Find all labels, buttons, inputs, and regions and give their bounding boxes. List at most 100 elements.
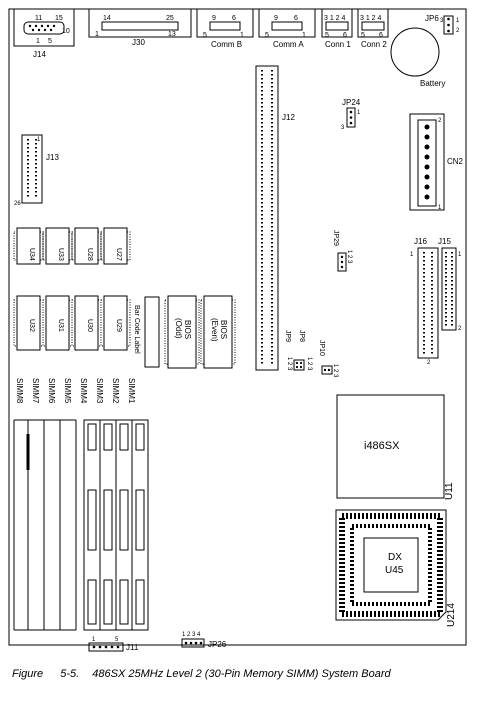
u11-label: U11	[444, 482, 455, 500]
j30-connector: 14 25 1 13 J30	[88, 8, 192, 47]
j14-pin-10: 10	[62, 28, 70, 35]
conn1-pin-6: 6	[343, 32, 347, 39]
jp24-label: JP24	[342, 98, 361, 107]
jp10-pins: 1 2 3	[332, 364, 338, 378]
cn2-pin-1: 1	[438, 205, 442, 211]
cn2-connector: 2 1 CN2	[409, 113, 464, 211]
j13-pin-26: 26	[14, 201, 21, 207]
comm-a-pin-5: 5	[265, 32, 269, 39]
chip-row-bottom: U32 U31 U30 U29	[13, 295, 131, 351]
bar-code-text: Bar Code Label	[133, 305, 140, 354]
j30-pin-25: 25	[166, 15, 174, 22]
jp8-jumper: JP8 1 2 3	[298, 330, 312, 371]
jp10-jumper: JP10 1 2 3	[318, 340, 338, 378]
jp6-pin-1: 1	[456, 18, 460, 24]
bar-code-label: Bar Code Label	[133, 296, 160, 368]
chip-u27: U27	[100, 227, 131, 265]
j14-pin-11: 11	[35, 15, 42, 22]
jp24-pin-3: 3	[341, 125, 345, 131]
comm-b-label: Comm B	[211, 40, 242, 49]
conn2-pin-6: 6	[379, 32, 383, 39]
caption-number: 5-5.	[60, 668, 80, 680]
jp9-pins: 1 2 3	[286, 357, 292, 371]
j12-label: J12	[282, 113, 295, 122]
comm-a-pin-1: 1	[302, 32, 306, 39]
j11-label: J11	[126, 643, 139, 652]
comm-b-pin-9: 9	[212, 15, 216, 22]
j13-pin-1: 1	[37, 137, 41, 143]
j11-connector: 1 5 J11	[88, 637, 139, 652]
u45-label: U45	[385, 565, 404, 576]
jp6-jumper: JP6 3 1 2	[425, 14, 460, 35]
chip-label-u34: U34	[28, 248, 35, 261]
chip-u33: U33	[42, 227, 73, 265]
j15-label: J15	[438, 237, 451, 246]
conn2-label: Conn 2	[361, 40, 387, 49]
simm3-label: SIMM3	[95, 378, 104, 404]
j13-label: J13	[46, 153, 59, 162]
j15-pin-2: 2	[458, 326, 462, 332]
conn2-connector: 3 1 2 4 5 6 Conn 2	[357, 8, 389, 49]
j16-pin-2: 2	[427, 360, 431, 366]
j14-label: J14	[33, 50, 46, 59]
bios-odd-line1: BIOS	[183, 320, 192, 339]
chip-u31: U31	[42, 295, 73, 351]
jp10-label: JP10	[318, 340, 325, 356]
jp9-label: JP9	[284, 330, 291, 342]
conn2-pins-top: 3 1 2 4	[360, 15, 382, 22]
jp26-label: JP26	[208, 640, 227, 649]
jp6-pin-2: 2	[456, 28, 460, 34]
chip-row-top: U34 U33 U28 U27	[13, 227, 131, 265]
chip-label-u29: U29	[115, 319, 122, 332]
simm-slots: SIMM8 SIMM7 SIMM6 SIMM5 SIMM4 SIMM3 SIMM…	[13, 378, 149, 631]
comm-a-pin-9: 9	[274, 15, 278, 22]
socket-u214: DX U45 U214	[335, 509, 457, 627]
battery: Battery	[390, 27, 445, 88]
chip-u28: U28	[71, 227, 102, 265]
chip-label-u31: U31	[57, 319, 64, 332]
jp26-jumper: 1 2 3 4 JP26	[181, 632, 227, 649]
j11-pin-1: 1	[92, 637, 96, 643]
chip-label-u27: U27	[115, 248, 122, 261]
j14-connector: 11 15 1 5 10 J14	[13, 8, 75, 59]
jp29-pins: 1 2 3	[346, 250, 352, 264]
comm-a-pin-6: 6	[294, 15, 298, 22]
jp24-pin-1: 1	[357, 110, 361, 116]
bios-even-chip: BIOS (Even)	[200, 295, 236, 369]
j11-pin-5: 5	[115, 637, 119, 643]
conn1-pin-5: 5	[325, 32, 329, 39]
comm-b-pin-6: 6	[232, 15, 236, 22]
j30-pin-14: 14	[103, 15, 111, 22]
dx-label: DX	[388, 552, 402, 563]
jp26-pins: 1 2 3 4	[182, 632, 201, 638]
simm7-label: SIMM7	[31, 378, 40, 404]
j30-pin-13: 13	[168, 31, 176, 38]
conn1-connector: 3 1 2 4 5 6 Conn 1	[321, 8, 353, 49]
chip-label-u33: U33	[57, 248, 64, 261]
chip-label-u30: U30	[86, 319, 93, 332]
comm-b-pin-1: 1	[240, 32, 244, 39]
cpu-label: i486SX	[364, 440, 400, 452]
comm-a-label: Comm A	[273, 40, 304, 49]
simm8-label: SIMM8	[15, 378, 24, 404]
j15-connector: J15 1 2	[438, 237, 462, 332]
caption-title: 486SX 25MHz Level 2 (30-Pin Memory SIMM)…	[92, 668, 391, 680]
j14-pin-5: 5	[48, 38, 52, 45]
j15-pin-1: 1	[458, 252, 462, 258]
conn1-pins-top: 3 1 2 4	[324, 15, 346, 22]
jp29-label: JP29	[332, 230, 339, 246]
jp29-jumper: JP29 1 2 3	[332, 230, 352, 272]
cpu-i486sx: i486SX U11	[336, 394, 455, 500]
j16-pin-1: 1	[410, 252, 414, 258]
simm1-label: SIMM1	[127, 378, 136, 404]
cn2-label: CN2	[447, 157, 464, 166]
simm5-label: SIMM5	[63, 378, 72, 404]
chip-u32: U32	[13, 295, 44, 351]
j12-connector: J12	[255, 65, 295, 371]
bios-even-line1: BIOS	[219, 320, 228, 339]
jp6-label: JP6	[425, 14, 439, 23]
simm6-label: SIMM6	[47, 378, 56, 404]
caption-figure-word: Figure	[12, 668, 44, 680]
